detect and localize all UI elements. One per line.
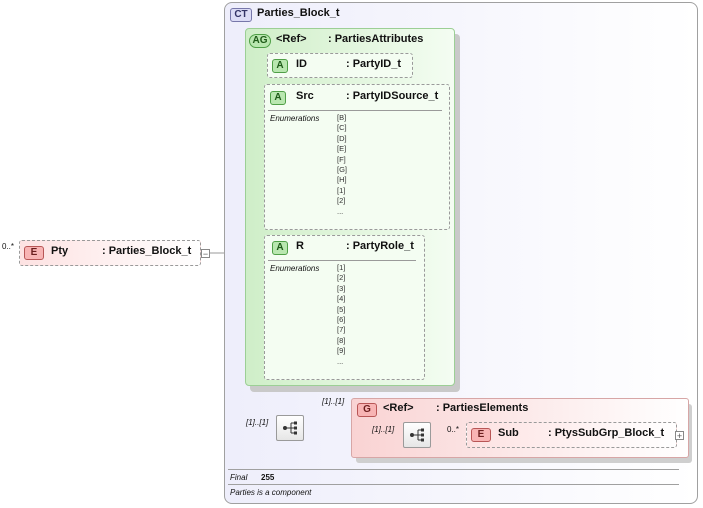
group-icon: G: [357, 403, 377, 417]
root-element-pty[interactable]: [19, 240, 201, 266]
attribute-src[interactable]: [264, 84, 450, 230]
attribute-r-enum-title: Enumerations: [270, 264, 320, 273]
attribute-r-enum-item: [8]: [337, 335, 346, 345]
root-element-type: : Parties_Block_t: [102, 245, 192, 257]
attribute-group-ref: <Ref>: [276, 33, 307, 45]
attribute-id[interactable]: [267, 53, 413, 78]
attribute-r-enum-item: [9]: [337, 346, 346, 356]
group-cardinality: [1]..[1]: [322, 397, 345, 406]
group-ref: <Ref>: [383, 402, 414, 414]
root-element-icon: E: [24, 246, 44, 260]
attribute-r-enum-item: [7]: [337, 325, 346, 335]
inner-sequence-cardinality: [1]..[1]: [372, 425, 395, 434]
attribute-src-enum-item: [1]: [337, 185, 346, 195]
attribute-src-enum-item: [H]: [337, 175, 347, 185]
attribute-r-icon: A: [272, 241, 288, 255]
sequence-cardinality: [1]..[1]: [246, 418, 269, 427]
attribute-r-enum-item: [2]: [337, 273, 346, 283]
attribute-r[interactable]: [264, 235, 425, 380]
attribute-src-enum-item: ...: [337, 206, 344, 216]
sequence-icon: [410, 428, 424, 442]
attribute-src-type: : PartyIDSource_t: [346, 90, 439, 102]
final-value: 255: [261, 473, 275, 482]
sub-element-type: : PtysSubGrp_Block_t: [548, 427, 665, 439]
attribute-src-enum-item: [G]: [337, 165, 348, 174]
attribute-r-type: : PartyRole_t: [346, 240, 414, 252]
attribute-src-enum-item: [2]: [337, 196, 346, 206]
attribute-src-enum-item: [D]: [337, 133, 347, 143]
group-type: : PartiesElements: [436, 402, 529, 414]
attribute-r-divider: [268, 260, 416, 261]
complex-type-name[interactable]: Parties_Block_t: [257, 7, 340, 19]
final-label: Final: [230, 473, 248, 482]
attribute-r-name: R: [296, 240, 304, 252]
footer-divider-top: [228, 469, 679, 470]
attribute-group-type: : PartiesAttributes: [328, 33, 424, 45]
attribute-src-divider: [268, 110, 442, 111]
attribute-id-type: : PartyID_t: [346, 58, 402, 70]
attribute-src-enum-item: [B]: [337, 113, 347, 122]
attribute-r-enum-item: [5]: [337, 304, 346, 314]
complex-type-icon: CT: [230, 8, 252, 22]
attribute-id-icon: A: [272, 59, 288, 73]
attribute-r-enum-item: [4]: [337, 294, 346, 304]
attribute-src-enum-item: [E]: [337, 144, 347, 154]
attribute-r-enum-item: [6]: [337, 315, 346, 324]
attribute-r-enum-item: [1]: [337, 263, 346, 272]
root-element-cardinality: 0..*: [2, 242, 15, 251]
attribute-src-enum-title: Enumerations: [270, 114, 320, 123]
sub-element-icon: E: [471, 428, 491, 442]
attribute-r-enum-item: ...: [337, 356, 344, 366]
inner-sequence-compositor[interactable]: [403, 422, 431, 448]
expand-toggle[interactable]: +: [675, 431, 684, 441]
attribute-src-enum-item: [F]: [337, 154, 346, 164]
sub-element-cardinality: 0..*: [447, 425, 460, 434]
attribute-src-icon: A: [270, 91, 286, 105]
sequence-icon: [283, 421, 297, 435]
attribute-id-name: ID: [296, 58, 307, 70]
component-note: Parties is a component: [230, 488, 312, 497]
attribute-group-icon: AG: [249, 34, 271, 48]
footer-divider-bottom: [228, 484, 679, 485]
root-element-name: Pty: [51, 245, 69, 257]
attribute-src-name: Src: [296, 90, 314, 102]
sequence-compositor[interactable]: [276, 415, 304, 441]
sub-element-name: Sub: [498, 427, 519, 439]
attribute-r-enum-item: [3]: [337, 283, 346, 293]
attribute-src-enum-item: [C]: [337, 123, 347, 133]
collapse-toggle[interactable]: −: [201, 249, 210, 259]
sub-element[interactable]: [466, 422, 677, 448]
